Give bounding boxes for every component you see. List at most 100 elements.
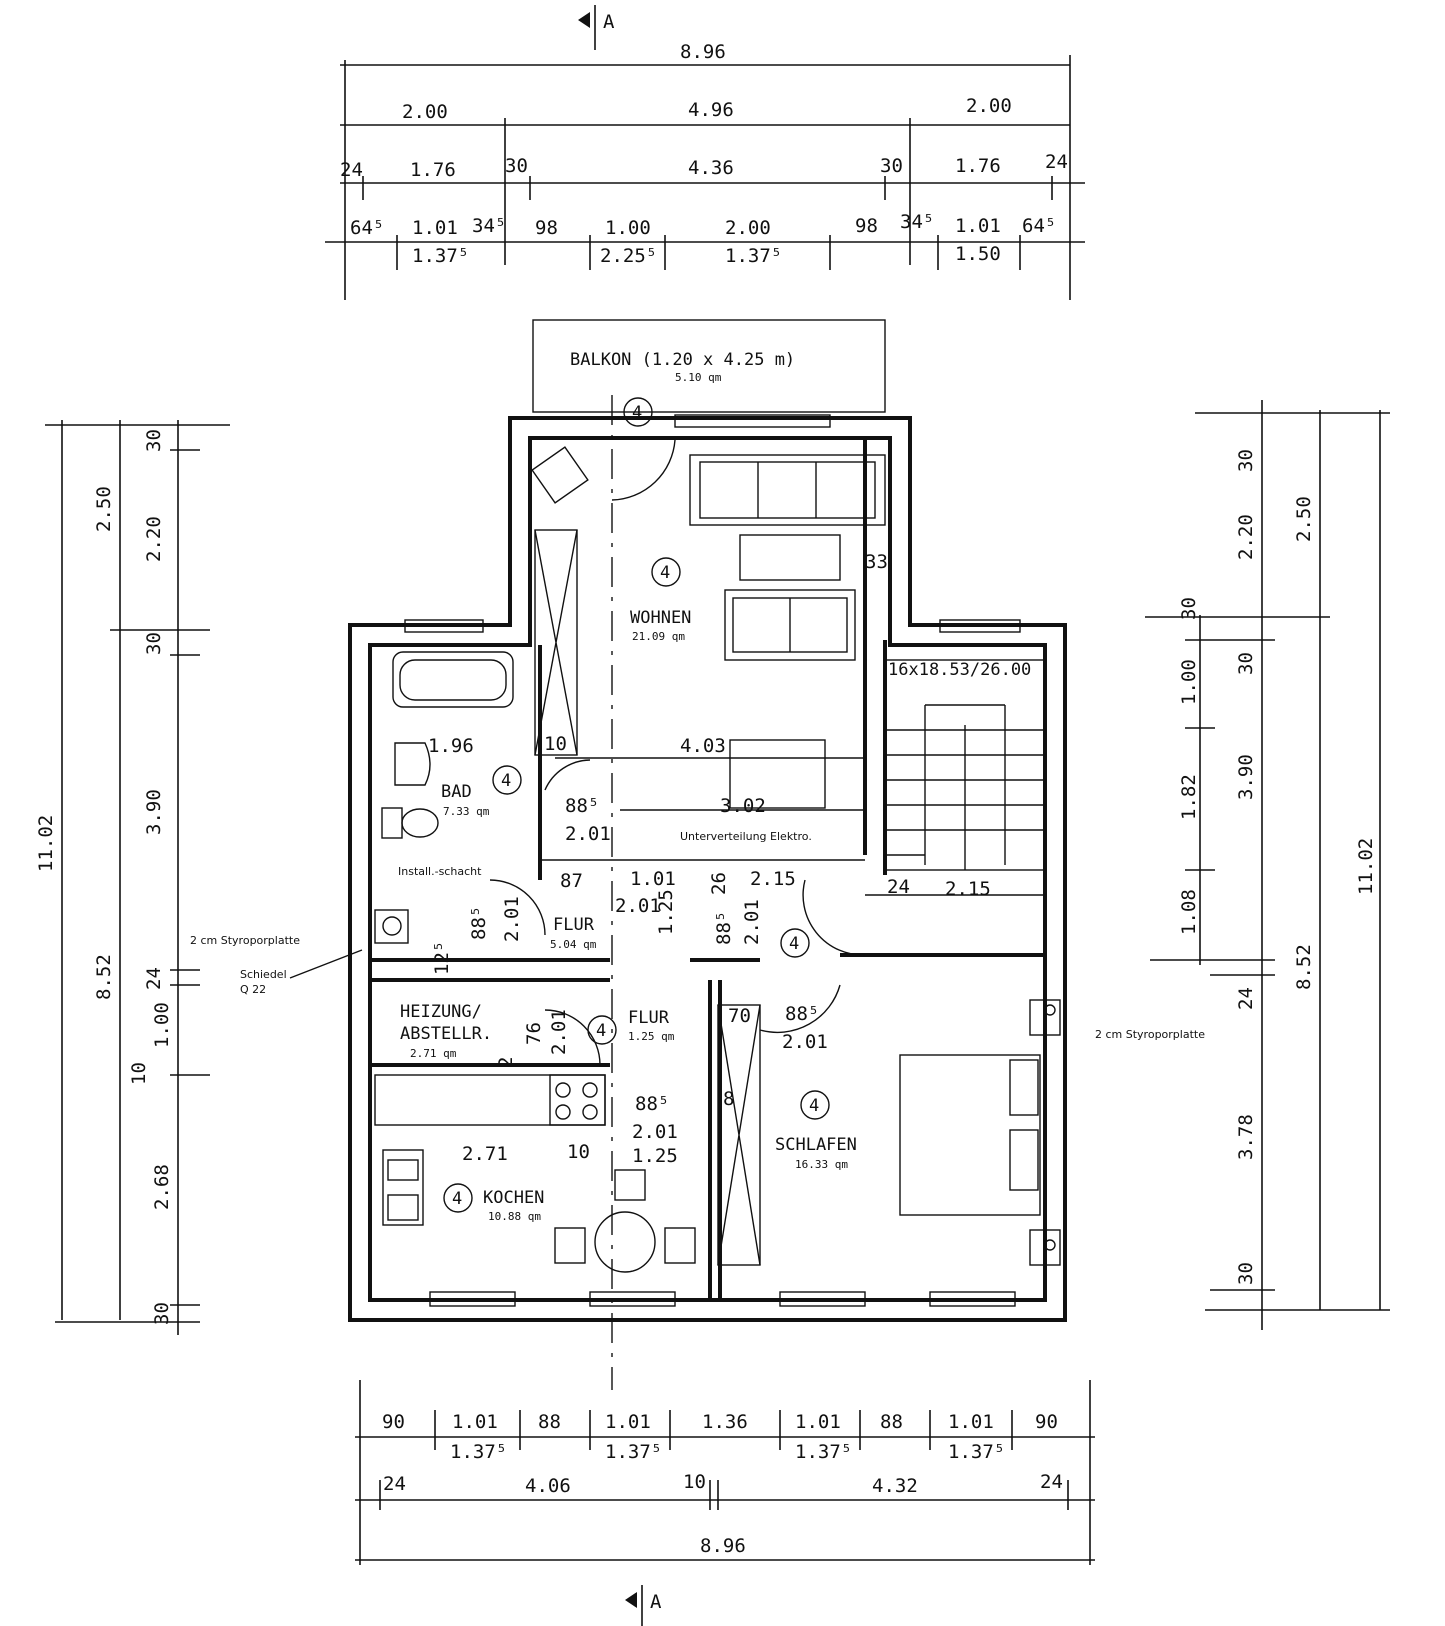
flur2-code-circle [587,1015,617,1045]
dim-int-18: 12⁵ [431,941,453,975]
dim-int-28: 2.71 [462,1143,508,1165]
dim-top-r2-b: 4.96 [688,99,734,121]
room-kochen-name: KOCHEN [483,1188,544,1208]
dim-bot-r1-e: 1.36 [702,1411,748,1433]
dim-int-23: 88⁵ [785,1003,819,1025]
room-bad-name: BAD [441,782,472,802]
dim-top-r3-a: 24 [340,159,363,181]
dim-bot-r3-e: 24 [1040,1471,1063,1493]
room-wohnen-code: 4 [660,563,670,583]
dim-top-r3-c: 30 [505,155,528,177]
room-labels: BALKON (1.20 x 4.25 m) 5.10 qm 4 4 WOHNE… [400,350,1031,1223]
dim-bot-r3-b: 4.06 [525,1475,571,1497]
dim-top-r3-b: 1.76 [410,159,456,181]
dim-int-15: 2.01 [501,896,523,942]
note-styro-right: 2 cm Styroporplatte [1095,1028,1205,1041]
dim-int-13: 2.15 [945,878,991,900]
dim-bot-r1-c: 88 [538,1411,561,1433]
kochen-code-circle [443,1183,473,1213]
room-bad-area: 7.33 qm [443,805,490,818]
dim-right-mid-b: 8.52 [1293,944,1315,990]
windows [404,414,1021,1307]
dim-int-6: 87 [560,870,583,892]
dim-bot-r1-d: 1.01 [605,1411,651,1433]
section-label-top: A [603,11,615,33]
dim-int-16: 88⁵ [713,911,735,945]
room-schlafen-code: 4 [809,1096,819,1116]
dim-left-mid-b: 8.52 [93,954,115,1000]
room-flur2-name: FLUR [628,1008,670,1028]
dim-right-in-g: 30 [1235,1262,1257,1285]
room-balkon-name: BALKON (1.20 x 4.25 m) [570,350,795,370]
dim-top-r5-b: 2.25⁵ [600,245,657,267]
dim-right-mid-a: 2.50 [1293,496,1315,542]
dim-left-in-c: 30 [143,632,165,655]
dim-int-29: 10 [567,1141,590,1163]
balkon-code-circle [623,397,653,427]
room-stair-code: 4 [789,934,799,954]
dim-int-0: 1.96 [428,735,474,757]
dim-right-in-d: 3.90 [1235,754,1257,800]
dim-right-in-e: 24 [1235,987,1257,1010]
door-swings [489,439,866,1066]
dim-int-14: 88⁵ [468,906,490,940]
dim-right-in2-a: 30 [1178,597,1200,620]
dim-top-r4-i: 1.01 [955,215,1001,237]
room-schlafen-name: SCHLAFEN [775,1135,857,1155]
dim-int-30: 1.25 [632,1145,678,1167]
note-elektro: Unterverteilung Elektro. [680,830,812,843]
dim-bot-r2-c: 1.37⁵ [795,1441,852,1463]
room-flur1-name: FLUR [553,915,595,935]
schlafen-code-circle [800,1090,830,1120]
dim-top-r3-e: 30 [880,155,903,177]
note-schiedel: Schiedel [240,968,287,981]
dim-bot-r3-a: 24 [383,1473,406,1495]
dim-top-r4-e: 1.00 [605,217,651,239]
room-heizung-name2: ABSTELLR. [400,1024,492,1044]
notes: 2 cm Styroporplatte Schiedel Q 22 2 cm S… [190,830,1205,1041]
dim-int-27: 2.01 [632,1121,678,1143]
room-wohnen-area: 21.09 qm [632,630,685,643]
dim-top-total: 8.96 [680,41,726,63]
dim-bot-r1-b: 1.01 [452,1411,498,1433]
dim-bot-r2-a: 1.37⁵ [450,1441,507,1463]
interior-dimensions: 1.96 10 4.03 3.02 88⁵ 2.01 87 1.01 2.01 … [428,551,991,1167]
dim-int-24: 2.01 [782,1031,828,1053]
dim-int-5: 2.01 [565,823,611,845]
dim-int-19: 76 [523,1022,545,1045]
dim-int-21: 2 [495,1057,517,1068]
dim-int-11: 2.15 [750,868,796,890]
dim-top-r4-a: 64⁵ [350,217,384,239]
dim-right-in-b: 2.20 [1235,514,1257,560]
room-wohnen-name: WOHNEN [630,608,691,628]
dim-bot-r1-g: 88 [880,1411,903,1433]
dim-top-r5-c: 1.37⁵ [725,245,782,267]
dim-left-in-b: 2.20 [143,516,165,562]
room-balkon-code: 4 [632,403,642,423]
room-heizung-area: 2.71 qm [410,1047,457,1060]
left-dimensions: 11.02 2.50 8.52 10 30 2.20 30 3.90 24 1.… [35,420,230,1335]
dim-left-in-a: 30 [143,429,165,452]
dim-top-r5-a: 1.37⁵ [412,245,469,267]
dim-left-in-h: 30 [151,1302,173,1325]
right-dimensions: 30 2.20 30 3.90 24 3.78 30 2.50 8.52 11.… [1145,400,1390,1330]
room-schlafen-area: 16.33 qm [795,1158,848,1171]
dim-top-r3-g: 24 [1045,151,1068,173]
room-kochen-area: 10.88 qm [488,1210,541,1223]
section-marker-top: A [578,5,615,50]
dim-top-r4-f: 2.00 [725,217,771,239]
dim-int-17: 2.01 [741,899,763,945]
dim-top-r3-d: 4.36 [688,157,734,179]
stair-label: 16x18.53/26.00 [888,660,1031,680]
dim-top-r4-g: 98 [855,215,878,237]
dim-int-25: 8 [723,1088,734,1110]
dim-int-12: 24 [887,876,910,898]
dim-right-in-c: 30 [1235,652,1257,675]
building-walls [348,319,1067,1390]
dim-right-in2-d: 1.08 [1178,889,1200,935]
dim-bot-r3-c: 10 [683,1471,706,1493]
dim-left-mid-a: 2.50 [93,486,115,532]
note-styro-left: 2 cm Styroporplatte [190,934,300,947]
dim-top-r5-d: 1.50 [955,243,1001,265]
